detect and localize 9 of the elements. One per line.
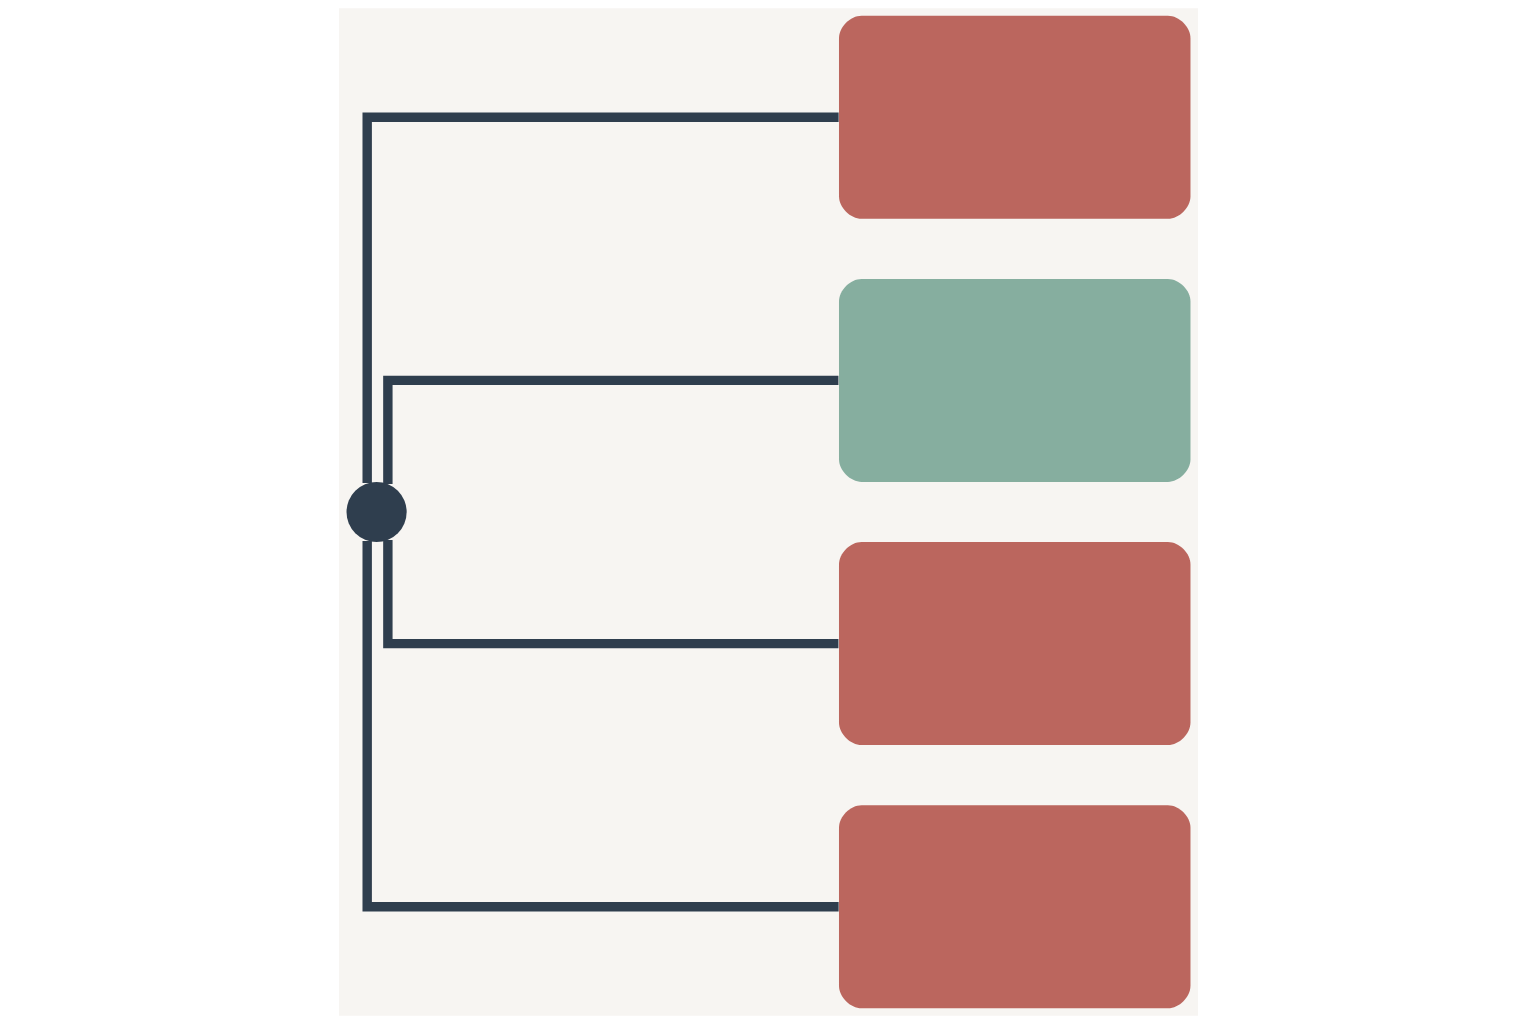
- connector: [382, 375, 838, 485]
- node-box: [838, 15, 1190, 219]
- connector: [362, 112, 839, 483]
- connector: [362, 541, 839, 912]
- node-box: [838, 805, 1190, 1009]
- connector: [382, 539, 838, 649]
- node-box: [838, 542, 1190, 746]
- node-box: [838, 278, 1190, 482]
- node-circle: [346, 481, 407, 543]
